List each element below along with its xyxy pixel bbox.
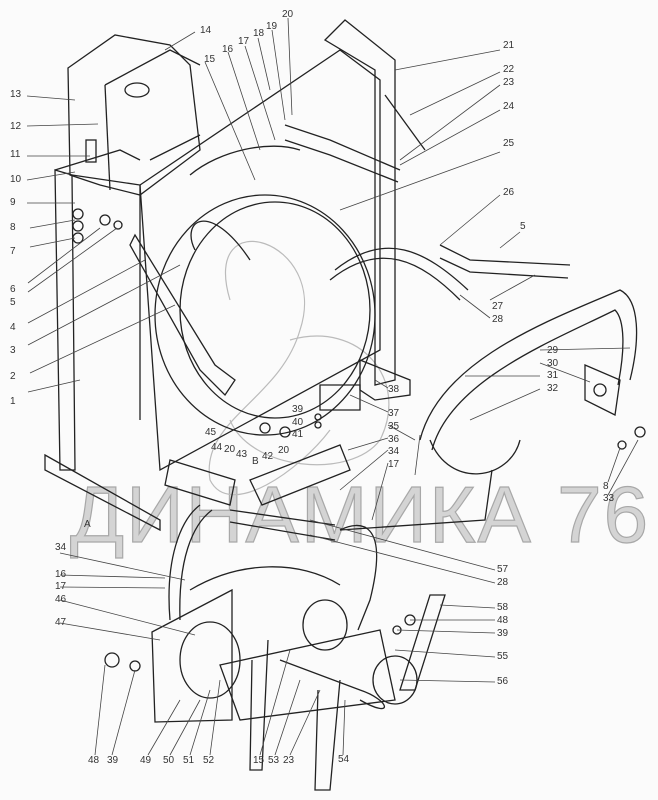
callout: 10 (10, 174, 22, 185)
callout: 24 (503, 101, 515, 112)
callout: 13 (10, 89, 22, 100)
callout: 8 (10, 222, 16, 233)
callout: 31 (547, 370, 559, 381)
callout: 58 (497, 602, 509, 613)
lower-hoses (168, 504, 378, 631)
callout: 28 (492, 314, 504, 325)
callout: 53 (268, 755, 280, 766)
callout: 4 (10, 322, 16, 333)
callout: 38 (388, 384, 400, 395)
callout: 39 (497, 628, 509, 639)
callout: 15 (204, 54, 216, 65)
callout: 7 (10, 246, 16, 257)
callout: 23 (503, 77, 515, 88)
callout: 8 (603, 481, 609, 492)
callout: 30 (547, 358, 559, 369)
callout: 20 (278, 445, 290, 456)
view-marker-b: B (252, 456, 259, 467)
callout: 20 (224, 444, 236, 455)
callout: 54 (338, 754, 350, 765)
callout: 9 (10, 197, 16, 208)
callout: 40 (292, 417, 304, 428)
upper-hoses (189, 94, 571, 301)
callout: 6 (10, 284, 16, 295)
callout: 20 (282, 9, 294, 20)
callout: 45 (205, 427, 217, 438)
callout: 14 (200, 25, 212, 36)
callout: 15 (253, 755, 265, 766)
callout: 48 (88, 755, 100, 766)
callout: 34 (388, 446, 400, 457)
callout: 2 (10, 371, 16, 382)
callout: 19 (266, 21, 278, 32)
link-rod (129, 233, 236, 397)
callout: 39 (292, 404, 304, 415)
callout: 26 (503, 187, 515, 198)
callout: 28 (497, 577, 509, 588)
callout: 52 (203, 755, 215, 766)
callout: 50 (163, 755, 175, 766)
callout: 44 (211, 442, 223, 453)
callout: 39 (107, 755, 119, 766)
callout: 35 (388, 421, 400, 432)
callout: 21 (503, 40, 515, 51)
right-pipe (339, 289, 638, 531)
callout: 29 (547, 345, 559, 356)
right-frame-post (323, 19, 411, 401)
callout: 36 (388, 434, 400, 445)
callout: 1 (10, 396, 16, 407)
watermark: ДИНАМИКА 76 (69, 469, 651, 559)
callout: 43 (236, 449, 248, 460)
callout: 37 (388, 408, 400, 419)
callout: 5 (520, 221, 526, 232)
view-marker-a: A (84, 519, 91, 530)
callout: 25 (503, 138, 515, 149)
callout: 11 (10, 149, 21, 160)
callout: 3 (10, 345, 16, 356)
callout: 17 (388, 459, 400, 470)
callout: 41 (292, 429, 304, 440)
callout: 23 (283, 755, 295, 766)
callout: 32 (547, 383, 559, 394)
callout: 46 (55, 594, 67, 605)
callout: 51 (183, 755, 195, 766)
central-cylinders (164, 384, 361, 506)
left-frame-post (44, 149, 161, 532)
callout: 27 (492, 301, 504, 312)
radiator-core (139, 49, 381, 472)
callout: 49 (140, 755, 152, 766)
fasteners (72, 208, 646, 672)
callout: 48 (497, 615, 509, 626)
callout: 57 (497, 564, 509, 575)
callout: 17 (55, 581, 67, 592)
callout: 5 (10, 297, 16, 308)
callout: 56 (497, 676, 509, 687)
callout: 12 (10, 121, 22, 132)
callout: 16 (222, 44, 234, 55)
callout: 55 (497, 651, 509, 662)
lower-heater-assembly (151, 588, 446, 791)
callout: 33 (603, 493, 615, 504)
callout: 17 (238, 36, 250, 47)
callout: 16 (55, 569, 67, 580)
leader-lines (26, 17, 639, 756)
expansion-tank (67, 34, 201, 196)
callout: 18 (253, 28, 265, 39)
callout: 22 (503, 64, 515, 75)
callout: 42 (262, 451, 274, 462)
callout: 47 (55, 617, 67, 628)
callout: 34 (55, 542, 67, 553)
